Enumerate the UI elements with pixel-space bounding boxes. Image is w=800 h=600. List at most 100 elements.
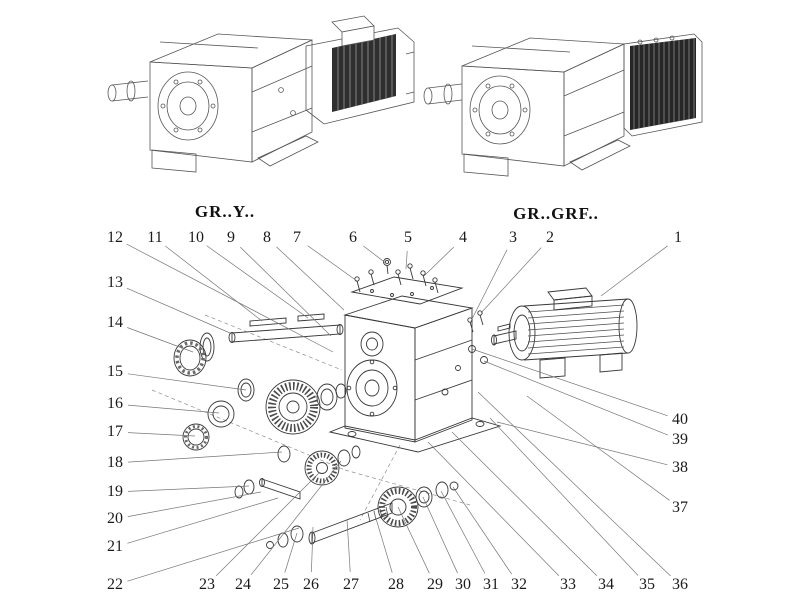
input-bearing [173, 339, 207, 377]
leader-line-8 [276, 246, 345, 311]
callout-8: 8 [263, 229, 271, 246]
leader-line-30 [422, 496, 458, 574]
leader-line-40 [471, 348, 668, 417]
callout-29: 29 [427, 576, 443, 593]
leader-line-13 [126, 287, 231, 334]
callout-17: 17 [107, 423, 123, 440]
callout-27: 27 [343, 576, 359, 593]
pinion-shaft [234, 478, 301, 500]
leader-line-39 [483, 360, 669, 436]
variant-title-gr-grf: GR..GRF.. [513, 204, 599, 223]
callout-40: 40 [672, 411, 688, 428]
leader-line-16 [127, 404, 220, 414]
callout-39: 39 [672, 431, 688, 448]
leader-line-22 [127, 527, 300, 582]
construction-lines [151, 314, 471, 521]
leader-line-28 [373, 511, 393, 573]
leader-line-23 [215, 471, 321, 577]
callout-1: 1 [674, 229, 682, 246]
leader-line-29 [397, 506, 430, 574]
callout-28: 28 [388, 576, 404, 593]
intermediate-gear [277, 445, 361, 486]
callout-33: 33 [560, 576, 576, 593]
leader-line-3 [470, 249, 508, 322]
leader-line-20 [127, 491, 262, 517]
callout-10: 10 [188, 229, 204, 246]
leader-line-6 [363, 245, 388, 265]
callout-5: 5 [404, 229, 412, 246]
leader-line-11 [165, 245, 263, 322]
callout-24: 24 [235, 576, 251, 593]
exploded-view [151, 258, 638, 549]
leader-line-32 [452, 486, 512, 575]
callout-18: 18 [107, 454, 123, 471]
leader-line-37 [526, 395, 670, 501]
callout-26: 26 [303, 576, 319, 593]
assembled-gearbox-grf-drawing [423, 33, 703, 177]
leader-line-17 [127, 432, 196, 437]
assembled-gearmotor-drawing [107, 33, 319, 173]
leader-line-2 [480, 247, 542, 314]
input-shaft-assembly [199, 313, 344, 362]
assembled-motor-drawing [305, 15, 415, 125]
leader-line-18 [127, 451, 283, 463]
shaft-key [297, 313, 325, 322]
bearings-left [182, 400, 235, 451]
output-shaft-assembly [266, 481, 459, 549]
leader-line-38 [496, 421, 668, 466]
leader-line-35 [489, 417, 639, 576]
callout-25: 25 [273, 576, 289, 593]
variant-title-gr-y: GR..Y.. [194, 202, 256, 221]
spacer-ring [237, 378, 255, 402]
leader-line-12 [126, 243, 334, 353]
callout-11: 11 [147, 229, 163, 246]
callout-34: 34 [598, 576, 614, 593]
callout-7: 7 [293, 229, 301, 246]
leader-line-36 [477, 391, 671, 577]
leader-line-34 [451, 431, 598, 577]
large-gear [265, 379, 321, 435]
leader-line-21 [127, 497, 279, 544]
callout-36: 36 [672, 576, 688, 593]
leader-line-25 [284, 532, 298, 573]
leader-line-27 [346, 518, 351, 573]
leader-line-9 [240, 246, 332, 337]
leader-line-5 [405, 250, 408, 270]
leader-line-15 [127, 373, 247, 391]
callout-31: 31 [483, 576, 499, 593]
callout-22: 22 [107, 576, 123, 593]
leader-line-31 [440, 490, 486, 574]
callout-37: 37 [672, 499, 688, 516]
callout-35: 35 [639, 576, 655, 593]
cover-bolts [354, 258, 439, 294]
leader-line-19 [127, 485, 250, 492]
leader-line-33 [427, 441, 560, 576]
callout-21: 21 [107, 538, 123, 555]
leader-line-1 [600, 245, 668, 297]
leader-line-10 [206, 245, 309, 319]
callout-32: 32 [511, 576, 527, 593]
leader-line-7 [307, 245, 358, 282]
callout-9: 9 [227, 229, 235, 246]
leader-line-24 [250, 460, 342, 576]
gear-rings [316, 383, 347, 411]
callout-16: 16 [107, 395, 123, 412]
leader-line-4 [423, 246, 454, 277]
motor-exploded [508, 287, 638, 379]
callout-12: 12 [107, 229, 123, 246]
callout-19: 19 [107, 483, 123, 500]
callout-3: 3 [509, 229, 517, 246]
callout-30: 30 [455, 576, 471, 593]
leader-line-26 [311, 526, 314, 573]
callout-6: 6 [349, 229, 357, 246]
leader-line-14 [127, 327, 194, 353]
callout-20: 20 [107, 510, 123, 527]
callout-4: 4 [459, 229, 467, 246]
gear-housing [328, 295, 502, 453]
callout-23: 23 [199, 576, 215, 593]
shaft-key [249, 317, 287, 327]
callout-13: 13 [107, 274, 123, 291]
callout-14: 14 [107, 314, 123, 331]
